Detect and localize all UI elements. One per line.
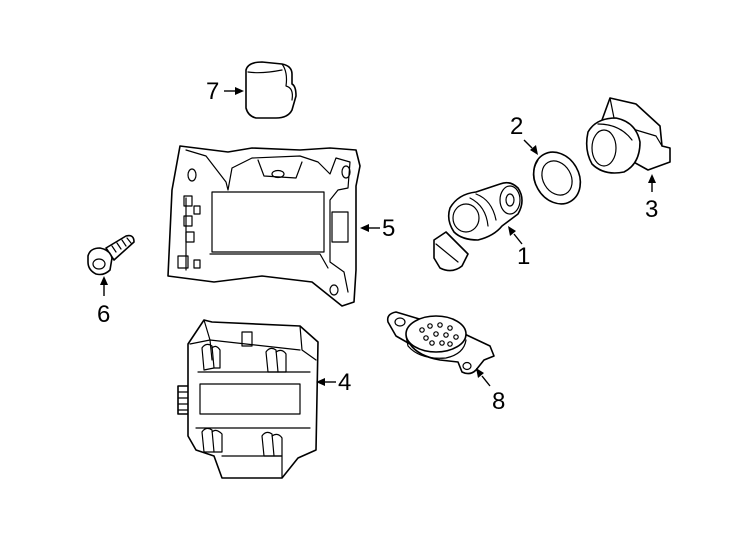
bolt-icon <box>87 234 135 276</box>
buzzer-grille <box>419 322 459 347</box>
parking-sensor-icon <box>433 181 523 272</box>
callout-6-leader <box>100 276 108 296</box>
callout-5-label: 5 <box>382 215 395 242</box>
connector-cap-icon <box>245 61 297 119</box>
callout-6-label: 6 <box>97 301 110 328</box>
callout-5-leader <box>360 224 380 232</box>
callout-2-leader <box>523 139 538 155</box>
callout-7-label: 7 <box>206 78 219 105</box>
callout-2-label: 2 <box>510 113 523 140</box>
callout-1-label: 1 <box>517 243 530 270</box>
callout-4-leader <box>316 378 336 386</box>
callout-7-leader <box>224 87 244 95</box>
callout-4-label: 4 <box>338 369 351 396</box>
callout-1-leader <box>508 226 523 245</box>
sensor-holder-bracket-icon <box>585 97 671 174</box>
module-mounting-bracket-icon <box>167 145 361 307</box>
callout-3-leader <box>648 174 656 192</box>
sensor-seal-ring-icon <box>532 151 582 205</box>
callout-8-leader <box>476 368 491 387</box>
control-module-icon <box>177 319 319 479</box>
buzzer-speaker-icon <box>386 311 495 375</box>
callout-8-label: 8 <box>492 388 505 415</box>
callout-3-label: 3 <box>645 196 658 223</box>
